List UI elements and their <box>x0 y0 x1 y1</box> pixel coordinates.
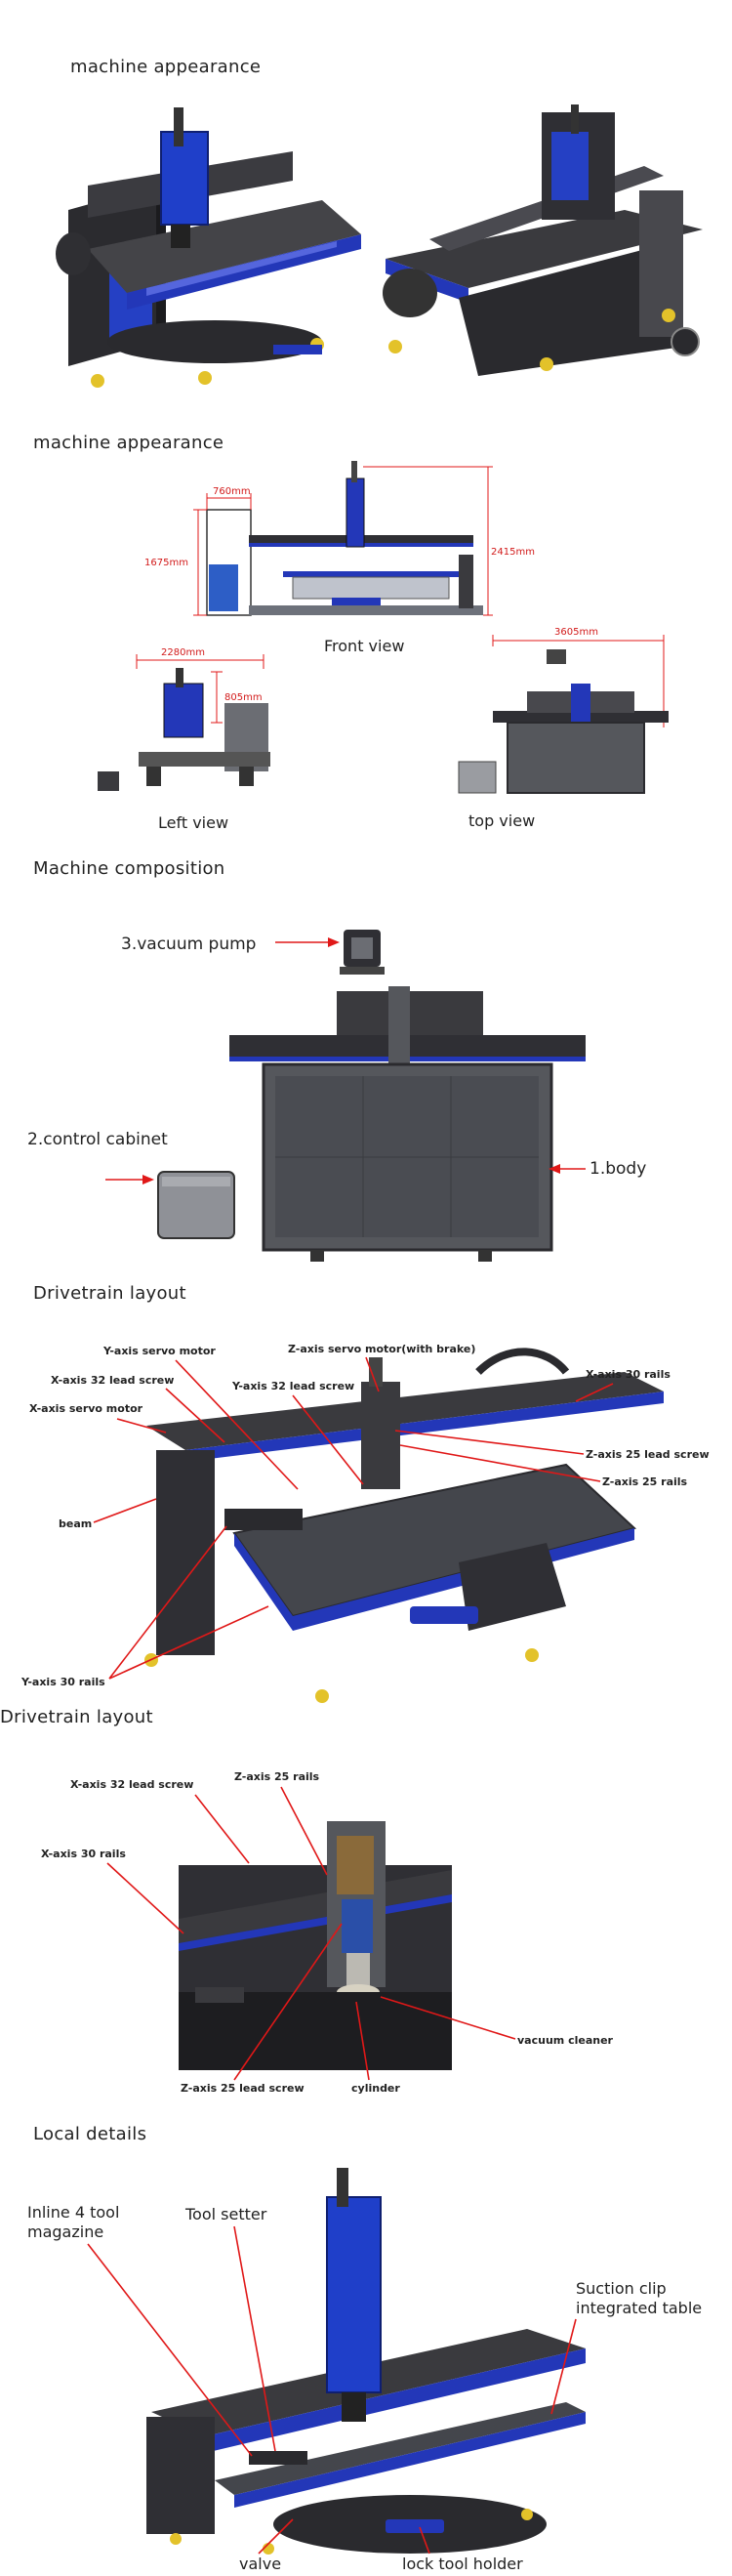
machine-render-right <box>383 104 703 376</box>
machine-render-left <box>56 107 361 388</box>
composition-figure: 3.vacuum pump 1.body <box>0 889 732 1269</box>
label-y-rails: Y-axis 30 rails <box>20 1676 105 1688</box>
drivetrain-figure-1: Y-axis servo motor Z-axis servo motor(wi… <box>0 1313 732 1704</box>
label-suction-line2: integrated table <box>576 2299 702 2317</box>
dim-1675: 1675mm <box>144 558 188 568</box>
label-x-rails: X-axis 30 rails <box>586 1368 671 1381</box>
control-cabinet-render <box>157 1171 235 1239</box>
section-title-appearance-2: machine appearance <box>33 433 224 453</box>
label-x-servo: X-axis servo motor <box>29 1402 143 1415</box>
section-title-local-details: Local details <box>33 2124 147 2144</box>
label-valve: valve <box>239 2555 281 2573</box>
label-y-lead-screw: Y-axis 32 lead screw <box>231 1380 354 1392</box>
drivetrain-machine-render-1 <box>144 1348 664 1703</box>
local-details-machine-render <box>146 2168 586 2555</box>
dim-2415: 2415mm <box>491 547 535 558</box>
label-x-rails-2: X-axis 30 rails <box>41 1848 126 1860</box>
label-y-servo: Y-axis servo motor <box>102 1345 216 1357</box>
appearance-figure-1 <box>0 93 732 395</box>
dim-760: 760mm <box>213 486 251 497</box>
left-view-label: Left view <box>158 813 228 832</box>
dim-3605: 3605mm <box>554 627 598 638</box>
label-z-rails-2: Z-axis 25 rails <box>234 1770 320 1783</box>
vacuum-pump-render <box>340 930 385 975</box>
orthographic-views-figure: 760mm 1675mm 2415mm Front view 2280mm 80… <box>0 459 732 850</box>
label-lock-tool-holder: lock tool holder <box>402 2555 523 2573</box>
machine-body-render <box>229 986 586 1262</box>
label-z-servo: Z-axis servo motor(with brake) <box>288 1343 475 1355</box>
label-z-rails: Z-axis 25 rails <box>602 1475 688 1488</box>
label-beam: beam <box>59 1517 92 1530</box>
label-vacuum-pump: 3.vacuum pump <box>121 935 256 954</box>
top-view-drawing: 3605mm top view <box>458 627 669 830</box>
front-view-label: Front view <box>324 637 404 655</box>
label-z-lead-screw-2: Z-axis 25 lead screw <box>181 2082 305 2095</box>
label-z-lead-screw: Z-axis 25 lead screw <box>586 1448 710 1461</box>
top-view-label: top view <box>468 811 535 830</box>
label-suction-line1: Suction clip <box>576 2279 667 2298</box>
left-view-drawing: 2280mm 805mm Left view <box>98 647 270 832</box>
dim-805: 805mm <box>224 692 263 703</box>
label-inline-magazine-line2: magazine <box>27 2223 103 2241</box>
drivetrain-figure-2: X-axis 32 lead screw Z-axis 25 rails X-a… <box>0 1748 732 2119</box>
label-control-cabinet: 2.control cabinet <box>27 1130 168 1149</box>
dim-2280: 2280mm <box>161 647 205 658</box>
label-body: 1.body <box>590 1159 646 1179</box>
front-view-drawing: 760mm 1675mm 2415mm Front view <box>144 461 535 655</box>
label-vacuum-cleaner: vacuum cleaner <box>517 2034 614 2047</box>
local-details-figure: Tool setter Inline 4 tool magazine Sucti… <box>0 2158 732 2576</box>
section-title-drivetrain-1: Drivetrain layout <box>33 1283 186 1304</box>
label-tool-setter: Tool setter <box>184 2205 267 2223</box>
label-x-lead-screw-2: X-axis 32 lead screw <box>70 1778 193 1791</box>
section-title-drivetrain-2: Drivetrain layout <box>0 1707 153 1727</box>
label-cylinder: cylinder <box>351 2082 400 2095</box>
label-inline-magazine-line1: Inline 4 tool <box>27 2203 119 2222</box>
section-title-appearance-1: machine appearance <box>70 57 262 77</box>
section-title-composition: Machine composition <box>33 858 225 879</box>
label-x-lead-screw: X-axis 32 lead screw <box>51 1374 174 1387</box>
drivetrain-closeup-render <box>179 1821 452 2070</box>
